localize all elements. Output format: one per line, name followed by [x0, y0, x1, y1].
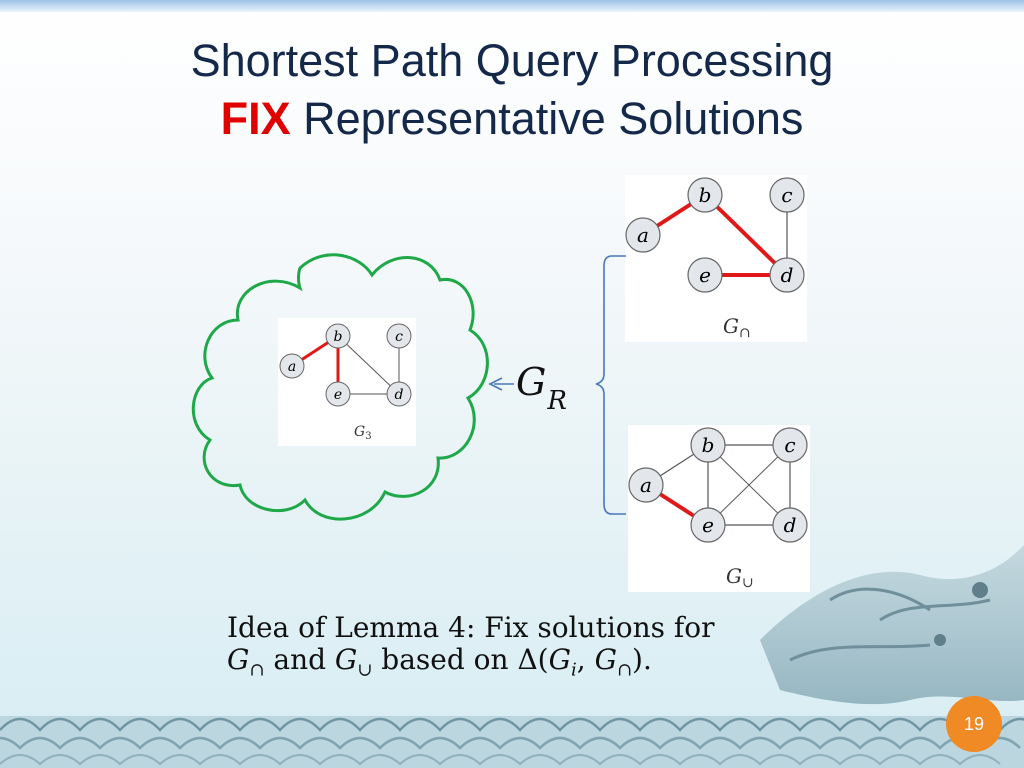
node-d: d — [386, 381, 412, 407]
graph-g3: a b c e d G3 — [278, 318, 416, 446]
graph-g3-label: G3 — [354, 424, 372, 442]
node-c: c — [772, 427, 808, 463]
caption: Idea of Lemma 4: Fix solutions for G∩ an… — [227, 612, 787, 687]
node-d: d — [772, 507, 808, 543]
title-line-2: FIX Representative Solutions — [0, 90, 1024, 148]
slide-title: Shortest Path Query Processing FIX Repre… — [0, 32, 1024, 148]
svg-text:e: e — [699, 263, 711, 287]
page-number-badge: 19 — [946, 696, 1002, 752]
node-e: e — [325, 381, 351, 407]
node-e: e — [690, 507, 726, 543]
node-a: a — [625, 217, 661, 253]
graph-g-cap-label: G∩ — [723, 314, 751, 341]
svg-text:e: e — [334, 387, 342, 403]
dragon-decoration — [760, 545, 1024, 705]
graph-g-cup: a b c e d G∪ — [628, 425, 810, 592]
graph-g-cup-label: G∪ — [726, 564, 754, 591]
title-rest: Representative Solutions — [290, 93, 804, 144]
title-line-1: Shortest Path Query Processing — [190, 35, 834, 86]
node-a: a — [628, 467, 664, 503]
brace-icon — [595, 255, 626, 515]
svg-text:b: b — [699, 183, 712, 207]
node-d: d — [769, 257, 805, 293]
svg-text:d: d — [395, 387, 404, 403]
svg-text:b: b — [702, 433, 715, 457]
node-b: b — [687, 177, 723, 213]
title-fix-word: FIX — [220, 93, 291, 144]
node-a: a — [279, 353, 305, 379]
svg-text:d: d — [784, 513, 797, 537]
svg-text:b: b — [334, 329, 343, 345]
gr-label: GR — [516, 360, 567, 416]
svg-text:e: e — [702, 513, 714, 537]
caption-line-1: Idea of Lemma 4: Fix solutions for — [227, 611, 715, 644]
svg-text:c: c — [395, 329, 403, 345]
node-c: c — [769, 177, 805, 213]
node-b: b — [325, 323, 351, 349]
svg-text:c: c — [784, 433, 795, 457]
wave-band — [0, 716, 1024, 768]
caption-line-2: G∩ and G∪ based on Δ(Gi, G∩). — [227, 643, 652, 681]
node-e: e — [687, 257, 723, 293]
node-b: b — [690, 427, 726, 463]
graph-g-cap: a b c e d G∩ — [625, 175, 807, 342]
svg-text:d: d — [781, 263, 794, 287]
svg-text:a: a — [637, 223, 649, 247]
svg-text:a: a — [288, 359, 296, 375]
svg-text:c: c — [781, 183, 792, 207]
svg-text:a: a — [640, 473, 652, 497]
top-decor-band — [0, 0, 1024, 12]
node-c: c — [386, 323, 412, 349]
